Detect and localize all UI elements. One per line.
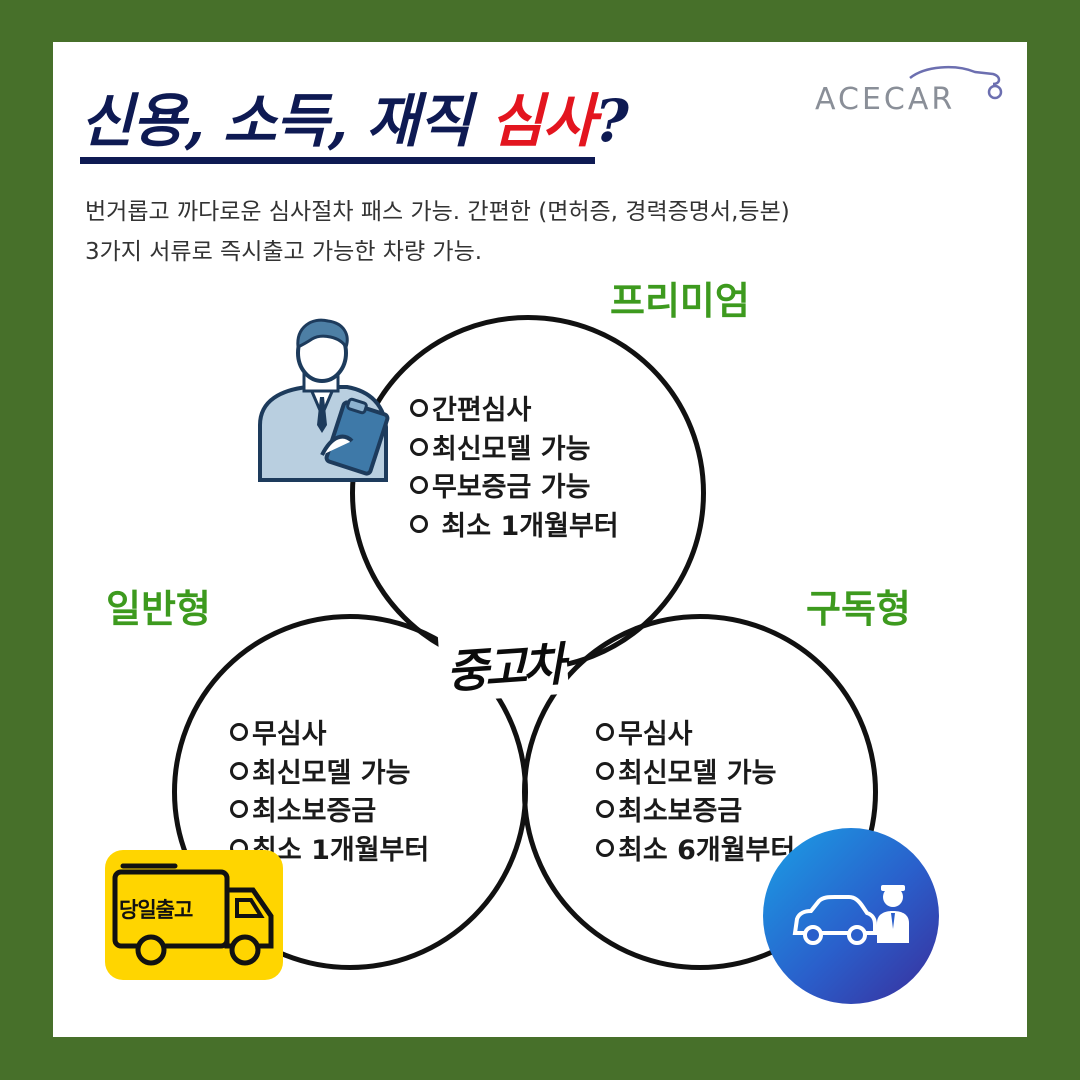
businessman-clipboard-icon [258, 318, 390, 482]
subscribe-circle [522, 614, 878, 970]
label-subscribe: 구독형 [806, 587, 911, 631]
headline: 신용, 소득, 재직 심사? [80, 87, 629, 164]
bullet-icon [596, 723, 614, 741]
label-premium: 프리미엄 [610, 279, 750, 323]
bullet-icon [410, 437, 428, 456]
general-list: 무심사 최신모델 가능 최소보증금 최소 1개월부터 [230, 716, 429, 870]
list-item: 최신모델 가능 [596, 755, 795, 794]
bullet-icon [410, 399, 428, 417]
list-item: 무심사 [230, 716, 429, 755]
list-item: 최소 6개월부터 [596, 832, 795, 871]
list-item: 최신모델 가능 [410, 431, 619, 470]
subtitle-line-1: 번거롭고 까다로운 심사절차 패스 가능. 간편한 (면허증, 경력증명서,등본… [85, 199, 790, 225]
subtitle: 번거롭고 까다로운 심사절차 패스 가능. 간편한 (면허증, 경력증명서,등본… [85, 192, 985, 272]
bullet-icon [230, 800, 248, 818]
bullet-icon [410, 476, 428, 494]
bullet-icon [596, 800, 614, 818]
label-general: 일반형 [106, 587, 211, 631]
delivery-truck-icon [112, 863, 274, 966]
list-item: 최소보증금 [230, 793, 429, 832]
bullet-icon [596, 838, 614, 857]
car-service-person-icon [792, 885, 909, 945]
premium-list: 간편심사 최신모델 가능 무보증금 가능 최소 1개월부터 [410, 392, 619, 546]
bullet-icon [230, 723, 248, 741]
list-item: 간편심사 [410, 392, 619, 431]
center-calligraphy: 중고차 [437, 627, 570, 703]
bullet-icon [230, 761, 248, 780]
subscribe-list: 무심사 최신모델 가능 최소보증금 최소 6개월부터 [596, 716, 795, 870]
same-day-delivery-badge: 당일출고 [105, 850, 283, 980]
logo-text: ACECAR [815, 82, 956, 117]
list-item: 최소 1개월부터 [410, 508, 619, 547]
list-item: 최소보증금 [596, 793, 795, 832]
list-item: 무보증금 가능 [410, 469, 619, 508]
list-item: 무심사 [596, 716, 795, 755]
bullet-icon [596, 761, 614, 780]
list-item: 최신모델 가능 [230, 755, 429, 794]
acecar-logo [909, 66, 1003, 100]
subtitle-line-2: 3가지 서류로 즉시출고 가능한 차량 가능. [85, 239, 483, 265]
bullet-icon [410, 514, 428, 533]
car-service-badge [763, 828, 939, 1004]
headline-question: ? [594, 87, 629, 155]
headline-accent: 심사 [490, 87, 596, 164]
truck-badge-label: 당일출고 [119, 898, 193, 922]
headline-main: 신용, 소득, 재직 [80, 87, 491, 164]
